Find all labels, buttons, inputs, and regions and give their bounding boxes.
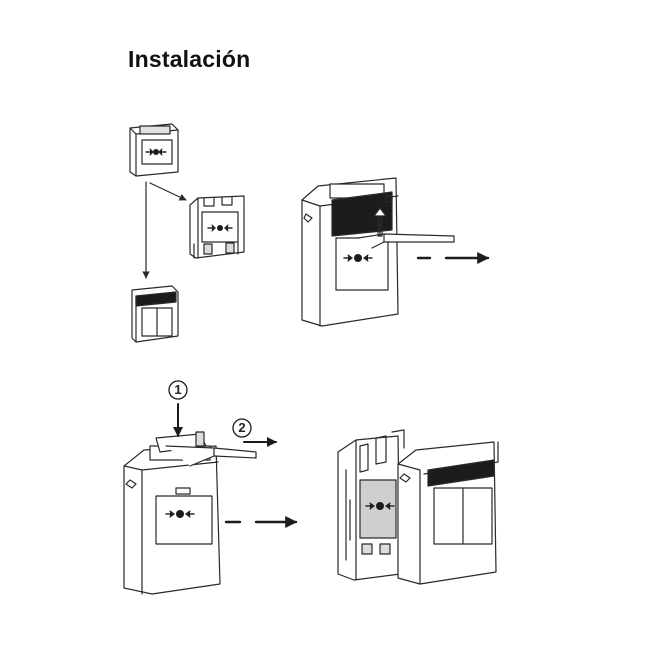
small-back-box [190, 196, 244, 258]
step-1-label: 1 [174, 382, 182, 397]
front-cover-separated [398, 442, 498, 584]
step-2-circle [233, 419, 251, 437]
unit-key-insert [124, 432, 256, 594]
step-1-circle [169, 381, 187, 399]
page-title: Instalación [128, 46, 251, 72]
step-2-label: 2 [238, 420, 246, 435]
unit-with-key [302, 178, 454, 326]
small-unit-assembled [130, 124, 178, 176]
back-box-separated [338, 430, 404, 580]
small-front-cover [132, 286, 178, 342]
sequence-arrow-right [150, 183, 187, 200]
